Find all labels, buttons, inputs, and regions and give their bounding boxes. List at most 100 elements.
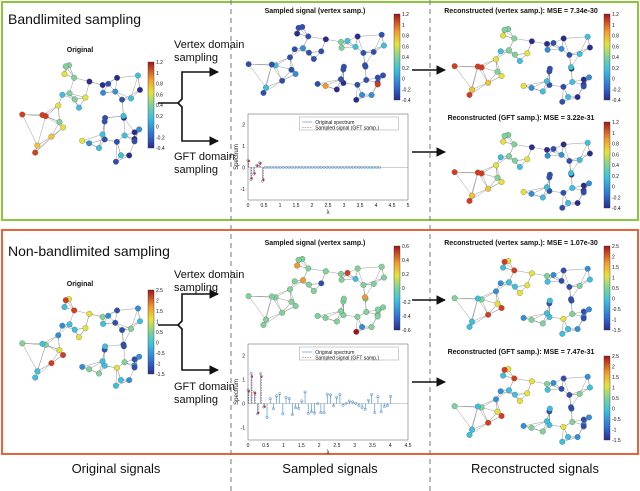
graph-node: [520, 422, 527, 429]
graph-edge: [121, 321, 141, 331]
graph-node: [374, 81, 381, 88]
graph-node: [61, 304, 68, 310]
graph-node: [100, 89, 107, 96]
x-axis-label: λ: [327, 450, 330, 456]
graph-node: [121, 359, 128, 366]
marker-original: [328, 393, 332, 397]
graph-node: [539, 320, 546, 327]
graph-node: [105, 312, 112, 319]
y-tick-label: 1: [242, 378, 245, 384]
colorbar-tick: 1.2: [156, 60, 163, 66]
graph-node: [295, 256, 302, 263]
graph-node: [469, 426, 475, 433]
marker-original: [265, 416, 269, 420]
graph-node: [378, 263, 385, 270]
colorbar-tick: 1.2: [612, 120, 619, 126]
marker-original: [319, 411, 323, 415]
section-title-nonbandlimited: Non-bandlimited sampling: [8, 243, 170, 259]
graph-node: [292, 303, 299, 309]
colorbar-tick: 0.8: [612, 142, 619, 148]
graph-node: [368, 324, 375, 331]
graph-node: [300, 277, 306, 284]
graph-node: [474, 63, 481, 70]
graph-edge: [123, 117, 125, 136]
marker-original: [272, 165, 276, 169]
colorbar-tick: 1: [612, 23, 615, 29]
graph-node: [451, 403, 458, 410]
graph-node: [501, 132, 508, 139]
marker-sampled: [256, 164, 259, 167]
marker-sampled: [263, 405, 266, 408]
graph-edge: [563, 142, 588, 145]
x-tick-label: 2: [318, 443, 321, 449]
y-tick-label: 1: [242, 144, 245, 150]
x-tick-label: 0: [247, 203, 250, 209]
marker-original: [271, 407, 275, 411]
y-tick-label: 2: [242, 122, 245, 128]
graph-node: [136, 126, 143, 133]
colorbar-tick: 2.5: [156, 288, 163, 294]
marker-original: [304, 165, 308, 169]
graph-node: [102, 343, 109, 350]
graph-node: [113, 364, 120, 371]
graph-node: [566, 283, 573, 290]
graph-node: [568, 64, 574, 71]
graph-node: [354, 313, 361, 320]
graph-node: [105, 80, 112, 87]
colorbar-tick: 1.5: [156, 309, 163, 315]
legend-entry: Sampled signal (GFT samp.): [315, 125, 379, 131]
graph-node: [580, 416, 587, 423]
y-tick-label: -1: [241, 187, 246, 193]
graph-node: [363, 309, 370, 315]
graph-node: [560, 141, 567, 148]
graph-edge: [130, 308, 139, 329]
graph-node: [71, 307, 78, 314]
colorbar-tick: 1.5: [612, 375, 619, 381]
marker-original: [389, 394, 393, 398]
colorbar-tick: 1: [612, 386, 615, 392]
graph-node: [34, 142, 41, 149]
graph-node: [322, 268, 329, 275]
graph-edge: [454, 298, 473, 322]
graph-node: [546, 65, 553, 72]
marker-original: [378, 165, 381, 169]
graph-node: [354, 33, 361, 40]
graph-node: [494, 68, 501, 75]
graph-node: [354, 265, 361, 272]
graph-node: [506, 387, 512, 394]
graph-node: [558, 45, 565, 52]
x-tick-label: 4.5: [405, 443, 412, 449]
colorbar-tick: 2.5: [612, 244, 619, 250]
graph-node: [511, 35, 518, 42]
marker-original: [306, 411, 310, 415]
y-tick-label: 0: [242, 165, 245, 171]
x-tick-label: 3.5: [357, 203, 364, 209]
graph-node: [560, 423, 567, 430]
column-label-sampled: Sampled signals: [282, 461, 378, 476]
graph-node: [86, 140, 93, 147]
graph-edge: [563, 376, 588, 379]
graph-edge: [523, 186, 547, 193]
graph-node: [374, 74, 381, 81]
colorbar-tick: 1: [156, 320, 159, 326]
y-axis-label: Spectrum: [234, 144, 240, 170]
graph-node: [126, 377, 133, 384]
graph-node: [100, 320, 107, 327]
graph-node: [550, 380, 557, 386]
graph-node: [516, 58, 523, 64]
graph-node: [370, 49, 377, 55]
graph-node: [451, 63, 458, 70]
graph-edge: [265, 296, 273, 320]
marker-original: [264, 165, 267, 169]
graph-node: [506, 153, 512, 160]
colorbar: [603, 245, 611, 331]
graph-node: [544, 380, 550, 387]
graph-node: [560, 375, 567, 382]
graph-node: [337, 308, 344, 315]
marker-original: [294, 406, 297, 410]
graph-edge: [105, 344, 124, 347]
graph-node: [318, 280, 325, 287]
graph-node: [586, 180, 592, 187]
marker-original: [281, 412, 285, 416]
graph-node: [245, 61, 252, 68]
